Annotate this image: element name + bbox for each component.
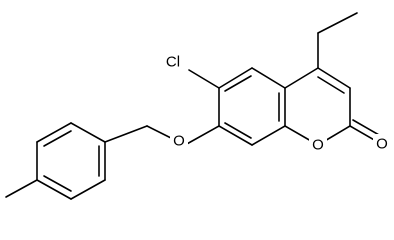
benzo-ring — [218, 67, 286, 146]
ethyl-group — [317, 12, 358, 69]
bond-tolyl-methyl — [5, 179, 38, 198]
bond-c8-c7-inner — [224, 122, 252, 139]
atom-ether-oxygen-background — [170, 131, 188, 151]
bond-c4-c3-inner — [317, 76, 345, 94]
bond-tolyl-c2-c3 — [36, 122, 72, 143]
bond-tolyl-c4-c5-inner — [43, 175, 72, 192]
atom-label-chlorine: Cl — [166, 54, 180, 71]
atom-carbonyl-oxygen: O — [373, 134, 391, 154]
atom-label-carbonyl-oxygen: O — [376, 136, 388, 153]
bond-tolyl-c5-c6 — [70, 179, 106, 200]
atom-chlorine: Cl — [162, 52, 185, 72]
bond-c5-c4a — [251, 67, 286, 89]
molecule-structure: Cl O O O — [5, 12, 391, 200]
bond-c7-ether-o — [184, 125, 220, 146]
bond-tolyl-c4-c5 — [36, 179, 72, 200]
atom-chlorine-background — [162, 52, 185, 72]
bond-ethyl-ch2-ch3 — [317, 12, 358, 34]
atom-carbonyl-oxygen-background — [373, 134, 391, 154]
bond-c6-c5 — [218, 67, 253, 89]
pyranone-ring — [284, 67, 351, 146]
atom-ring-oxygen: O — [309, 135, 327, 155]
tolyl-ring — [36, 122, 106, 200]
atom-ether-oxygen: O — [170, 131, 188, 151]
bond-ch2-aryl — [104, 125, 148, 143]
bond-c6-c5-inner — [224, 75, 252, 92]
bond-tolyl-c2-c3-inner — [43, 130, 72, 147]
atom-label-ring-oxygen: O — [312, 137, 324, 154]
benzyloxy-linker — [104, 125, 220, 146]
bond-c8-c7 — [218, 125, 253, 146]
atom-ring-oxygen-background — [309, 135, 327, 155]
bond-c4a-c4 — [284, 67, 319, 89]
bond-c8a-c8 — [251, 125, 286, 146]
atom-label-ether-oxygen: O — [173, 133, 185, 150]
bond-c6-cl — [188, 69, 220, 89]
bond-tolyl-c1-c2 — [70, 122, 106, 143]
bond-c4-c3 — [317, 67, 351, 89]
